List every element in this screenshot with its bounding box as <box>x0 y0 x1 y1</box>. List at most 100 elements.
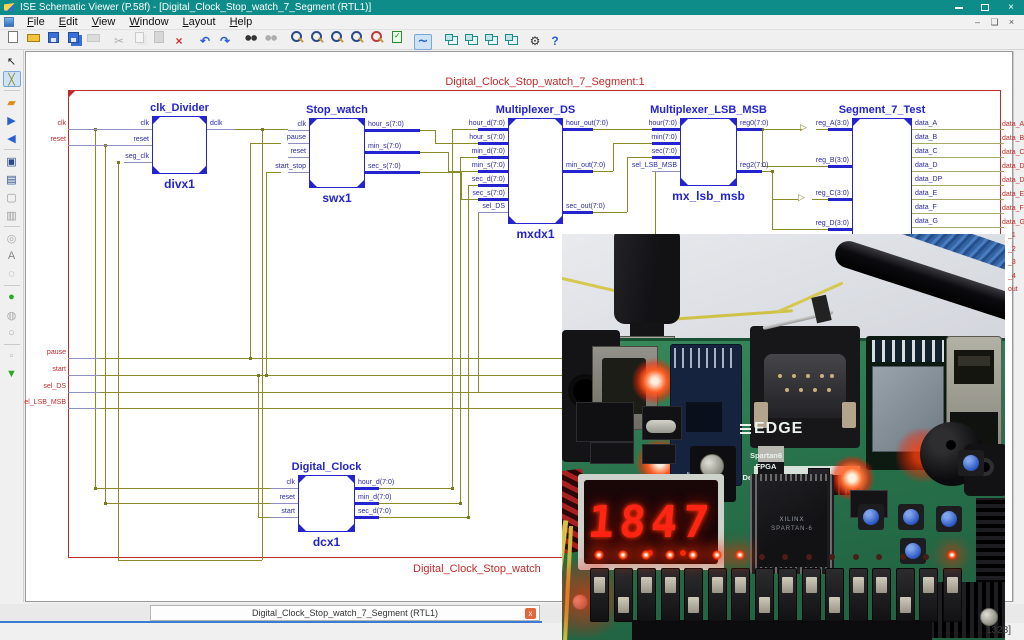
display-dot <box>680 550 686 556</box>
restore-button[interactable] <box>972 0 998 15</box>
new-window-icon[interactable] <box>440 29 458 45</box>
led-off <box>805 554 812 560</box>
slide-switch <box>895 568 915 622</box>
window-a-icon[interactable]: ▢ <box>6 191 17 204</box>
save-icon[interactable] <box>44 29 62 45</box>
paste-icon[interactable] <box>150 29 168 45</box>
slide-switch <box>825 568 844 622</box>
minimize-button[interactable] <box>946 0 972 15</box>
slide-switch <box>590 568 609 622</box>
print-icon[interactable] <box>84 29 102 45</box>
toolbar-separator <box>3 285 20 286</box>
led-on <box>735 550 745 560</box>
text-select-icon[interactable]: A <box>7 250 16 262</box>
push-button <box>936 506 962 532</box>
menu-view[interactable]: View <box>91 16 116 28</box>
toolbar-separator <box>3 90 20 91</box>
cascade-windows-icon[interactable] <box>500 29 518 45</box>
vertical-scrollbar[interactable] <box>1013 51 1024 602</box>
check-sheet-icon[interactable] <box>388 29 406 45</box>
zoom-selection-icon[interactable] <box>348 29 366 45</box>
zoom-full-icon[interactable] <box>328 29 346 45</box>
new-icon[interactable] <box>4 29 22 45</box>
copy-icon[interactable] <box>130 29 148 45</box>
highlight-net-icon[interactable]: ▰ <box>7 96 16 109</box>
find-next-icon[interactable] <box>262 29 280 45</box>
usb-plug-neck <box>630 322 664 338</box>
forward-nav-icon[interactable]: ○ <box>8 327 15 339</box>
mounting-screw <box>980 608 998 626</box>
duplicate-sheet-icon[interactable]: ▤ <box>6 173 17 186</box>
slide-switch <box>613 568 633 622</box>
tile-vertical-icon[interactable] <box>480 29 498 45</box>
menu-help[interactable]: Help <box>229 16 253 28</box>
select-net-icon[interactable]: ╳ <box>2 71 21 87</box>
tab-digital-clock-stopwatch[interactable]: Digital_Clock_Stop_watch_7_Segment (RTL1… <box>150 605 540 621</box>
cut-icon[interactable]: ✂ <box>113 34 125 48</box>
tools-sidebar: ↖ ╳ ▰ ▶ ◀ ▣ ▤ ▢ ▥ ◎ A ◌ ● ◍ ○ ▫ ▼ <box>0 50 24 602</box>
board-text-line: Spartan6 <box>749 451 783 460</box>
push-into-block-icon[interactable]: ▶ <box>7 114 16 127</box>
chip-family: SPARTAN-6 <box>771 525 813 532</box>
back-nav-icon[interactable]: ◍ <box>6 309 17 322</box>
ic-chip <box>642 444 676 464</box>
ic-chip <box>576 402 634 442</box>
view-signals-icon[interactable]: ~ <box>414 33 432 50</box>
pop-out-of-block-icon[interactable]: ◀ <box>7 132 16 145</box>
find-icon[interactable] <box>242 29 260 45</box>
window-b-icon[interactable]: ▥ <box>6 209 17 222</box>
logo-bars-icon <box>740 423 751 435</box>
bluetooth-antenna <box>674 348 738 368</box>
title-bar: ISE Schematic Viewer (P.58f) - [Digital_… <box>0 0 1024 15</box>
slide-switch <box>942 568 962 622</box>
delete-icon[interactable]: × <box>175 34 183 48</box>
slide-switch <box>731 568 750 622</box>
context-help-icon[interactable]: ? <box>551 34 559 48</box>
tab-close-icon[interactable]: x <box>525 608 536 619</box>
child-restore-button[interactable]: ❏ <box>990 16 999 27</box>
open-icon[interactable] <box>24 29 42 45</box>
zoom-highlight-icon[interactable] <box>368 29 386 45</box>
child-close-button[interactable]: × <box>1008 17 1015 27</box>
crystal-oscillator <box>646 420 676 433</box>
save-all-icon[interactable] <box>64 29 82 45</box>
buzzer-hole <box>946 440 956 450</box>
led-on <box>594 550 604 560</box>
menu-edit[interactable]: Edit <box>58 16 78 28</box>
menu-window[interactable]: Window <box>129 16 169 28</box>
usb-a-tongue <box>958 356 990 366</box>
db9-pins <box>778 374 782 378</box>
active-tab-underline <box>0 621 542 623</box>
redo-icon[interactable]: ↷ <box>219 34 231 48</box>
menu-layout[interactable]: Layout <box>182 16 216 28</box>
trace-disabled-icon[interactable]: ◎ <box>6 232 17 245</box>
windows-disabled-icon[interactable]: ▫ <box>9 350 14 362</box>
new-sheet-icon[interactable]: ▣ <box>6 155 17 168</box>
menu-bar: File Edit View Window Layout Help – ❏ × <box>0 15 1024 30</box>
wifi-antenna <box>872 340 944 362</box>
slide-switch <box>919 568 938 622</box>
push-button <box>858 504 884 530</box>
tile-horizontal-icon[interactable] <box>460 29 478 45</box>
db9-post <box>842 402 856 428</box>
fpga-chip: XILINX SPARTAN-6 <box>757 481 827 567</box>
voltage-regulator <box>758 446 784 462</box>
led-off <box>899 554 906 560</box>
pointer-tool-icon[interactable]: ↖ <box>6 55 17 68</box>
menu-file[interactable]: File <box>27 16 45 28</box>
add-marker-icon[interactable]: ● <box>8 291 15 303</box>
usb-a-slot <box>954 350 994 384</box>
zoom-out-icon[interactable] <box>308 29 326 45</box>
probe-icon[interactable]: ◌ <box>8 268 15 280</box>
document-icon <box>4 17 14 27</box>
slide-switch <box>637 568 656 622</box>
led-off <box>923 554 929 560</box>
push-marker-icon[interactable]: ▼ <box>6 368 17 380</box>
child-minimize-button[interactable]: – <box>974 17 980 27</box>
led-on <box>711 550 722 560</box>
zoom-in-icon[interactable] <box>288 29 306 45</box>
undo-icon[interactable]: ↶ <box>199 34 211 48</box>
preferences-wrench-icon[interactable]: ⚙ <box>529 34 541 48</box>
brand-logo: EDGE <box>740 418 803 440</box>
close-button[interactable]: × <box>1008 2 1014 13</box>
